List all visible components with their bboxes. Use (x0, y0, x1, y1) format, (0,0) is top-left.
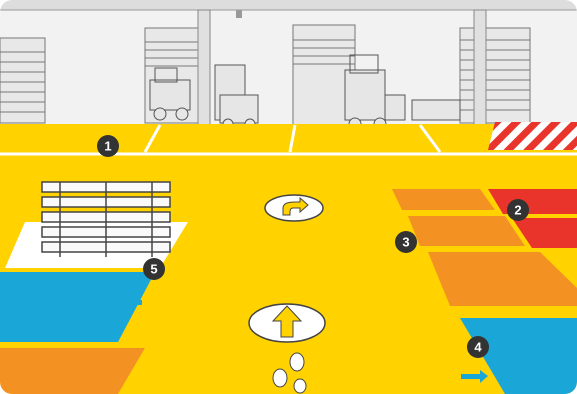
marker-2-label: 2 (514, 203, 521, 218)
loading-door-right (460, 28, 530, 123)
red-zone-right-top (488, 189, 577, 214)
orange-zone-right-top (392, 189, 495, 210)
orange-zone-right-mid (408, 216, 525, 246)
pallet-jack (412, 100, 460, 120)
marker-1: 1 (97, 135, 119, 157)
marker-5: 5 (143, 258, 165, 280)
marker-4-label: 4 (474, 340, 482, 355)
loading-door-left (0, 38, 45, 123)
hazard-zone (488, 122, 577, 150)
marker-5-label: 5 (150, 262, 157, 277)
marker-1-label: 1 (104, 139, 111, 154)
marker-2: 2 (507, 199, 529, 221)
marker-3-label: 3 (402, 235, 409, 250)
turn-arrow-icon (265, 195, 323, 221)
marker-4: 4 (467, 336, 489, 358)
marker-3: 3 (395, 231, 417, 253)
straight-arrow-icon (249, 304, 325, 342)
